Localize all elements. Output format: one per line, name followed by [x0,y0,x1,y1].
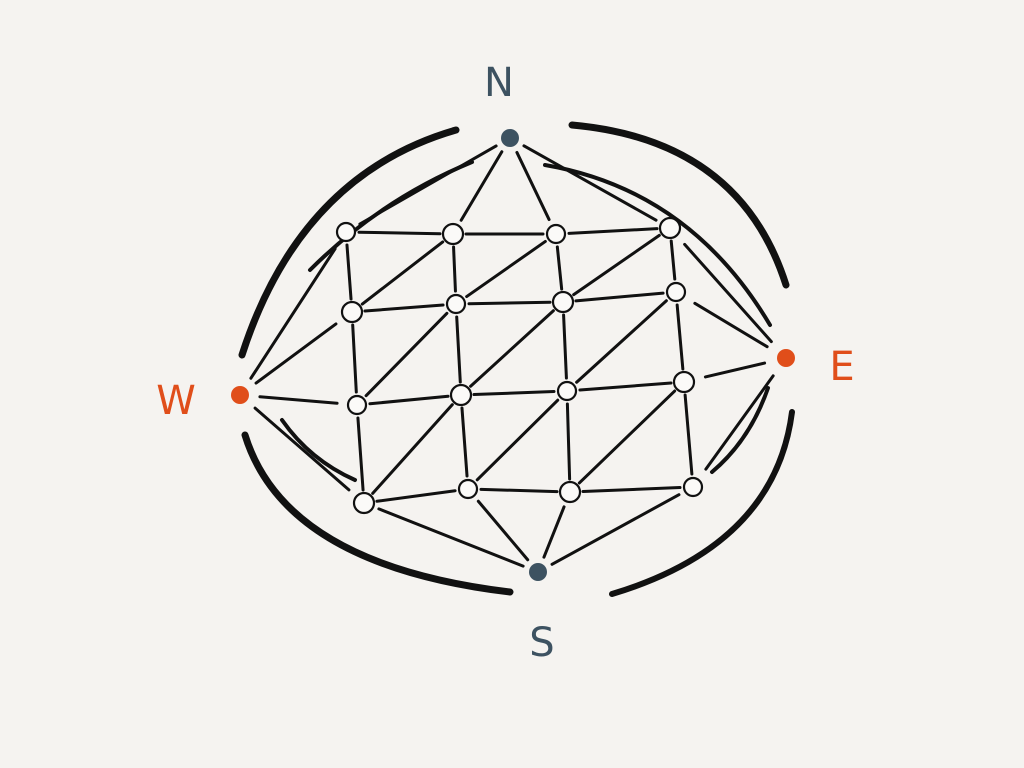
north-label: N [484,60,514,106]
mesh-edge-vertical [675,303,685,371]
south-spoke-edge [542,505,566,559]
north-spoke-edge [358,144,498,226]
south-spoke-edge [476,499,530,562]
mesh-edge-vertical [460,406,469,478]
mesh-node [449,383,473,407]
east-spoke-edge [704,374,775,471]
mesh-edge-diagonal [577,389,677,485]
mesh-edge-vertical [669,239,677,281]
mesh-node [551,290,575,314]
inner-arc-sw [280,418,357,482]
outer-arc-ne [568,121,790,289]
mesh-edge-diagonal [364,311,449,398]
east-spoke-edge [693,301,769,349]
mesh-edge-vertical [565,402,572,481]
mesh-edge-diagonal [572,233,661,297]
mesh-edge-vertical [455,315,462,384]
north-spoke-edge [459,150,504,222]
mesh-edge-diagonal [469,309,555,388]
pole-nodes [231,129,795,581]
outer-ring [238,121,795,597]
mesh-node [445,293,467,315]
mesh-node [457,478,479,500]
west-label: W [156,378,196,424]
west-spoke-edge [258,395,339,405]
mesh-node [672,370,696,394]
mesh-edge-vertical [683,393,694,476]
mesh-node [665,281,687,303]
mesh-edge-horizontal [479,487,559,494]
east-spoke-edge [683,242,773,344]
south-pole-node [529,563,547,581]
mesh-node [346,394,368,416]
mesh-node [658,216,682,240]
mesh-edges [249,144,775,568]
east-pole-node [777,349,795,367]
mesh-edge-vertical [562,313,568,380]
mesh-edge-diagonal [465,239,547,299]
mesh-edge-vertical [351,323,358,394]
mesh-node [682,476,704,498]
mesh-edge-diagonal [575,299,668,384]
mesh-edge-vertical [356,416,365,492]
mesh-edge-horizontal [567,227,659,235]
mesh-edge-horizontal [467,300,552,306]
outer-arc-se [609,409,795,597]
mesh-edge-horizontal [472,389,556,397]
mesh-edge-horizontal [363,303,445,313]
pole-labels: N S E W [156,60,854,666]
mesh-edge-diagonal [475,398,560,482]
mesh-edge-vertical [452,245,457,293]
mesh-edge-diagonal [371,403,454,495]
inner-arc-se [710,386,770,474]
west-spoke-edge [253,406,351,492]
mesh-edge-diagonal [360,240,445,306]
mesh-edge-vertical [555,245,564,291]
mesh-node [335,221,357,243]
west-pole-node [231,386,249,404]
mesh-edge-horizontal [581,486,682,493]
south-spoke-edge [550,493,681,566]
mesh-nodes [335,216,704,515]
north-pole-node [501,129,519,147]
south-label: S [529,620,554,666]
mesh-edge-horizontal [357,230,442,236]
east-spoke-edge [703,361,767,379]
mesh-edge-horizontal [574,291,665,303]
inner-arc-ne [543,163,772,327]
north-spoke-edge [515,150,551,222]
west-spoke-edge [249,247,337,380]
mesh-edge-vertical [345,243,353,301]
mesh-node [340,300,364,324]
east-label: E [829,344,854,390]
mesh-edge-horizontal [368,394,450,406]
outer-arc-nw [238,126,460,359]
mesh-edge-horizontal [578,381,673,392]
south-spoke-edge [377,507,525,568]
mesh-node [441,222,465,246]
outer-arc-sw [241,431,514,596]
mesh-node [556,380,578,402]
mesh-node [545,223,567,245]
north-spoke-edge [522,144,658,222]
mesh-edge-horizontal [375,489,457,503]
mesh-node [352,491,376,515]
west-spoke-edge [254,322,338,385]
mesh-node [558,480,582,504]
